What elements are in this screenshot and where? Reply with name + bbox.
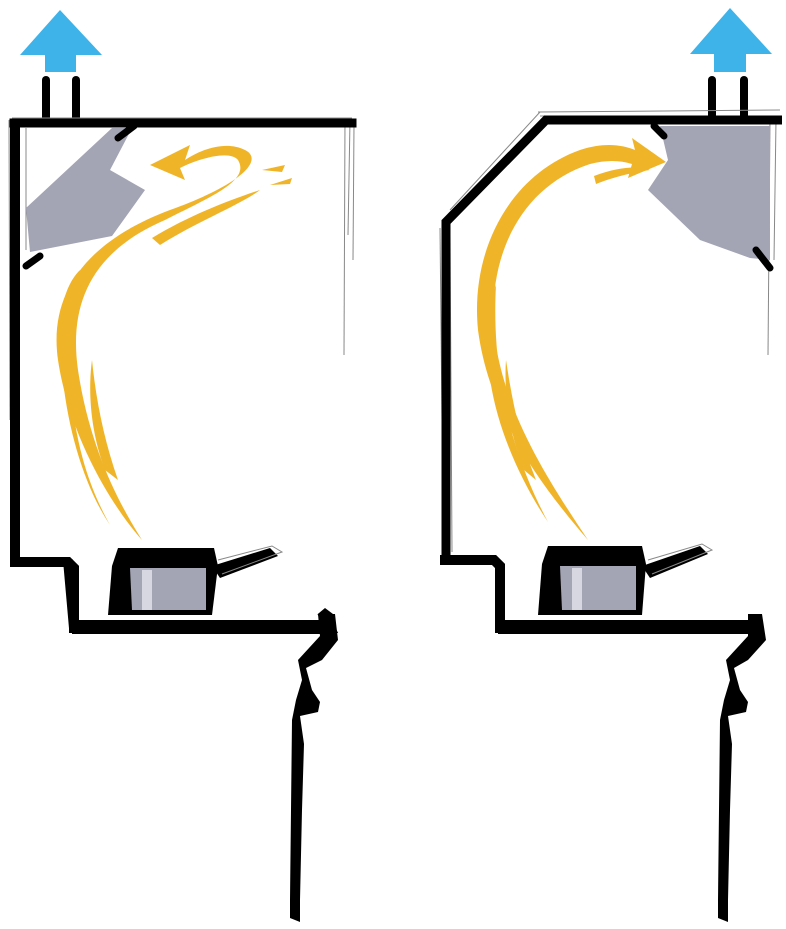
counter-cabinet bbox=[718, 614, 766, 922]
exhaust-up-arrow-icon bbox=[20, 10, 102, 72]
range-hood bbox=[26, 126, 145, 266]
left-panel bbox=[9, 10, 354, 922]
range-hood bbox=[648, 126, 770, 268]
exhaust-duct bbox=[46, 80, 76, 120]
right-panel bbox=[440, 8, 782, 922]
exhaust-up-arrow-icon bbox=[690, 8, 772, 72]
exhaust-duct bbox=[712, 80, 744, 118]
airflow-curved-arrow-icon bbox=[477, 138, 666, 540]
cooking-pot bbox=[538, 544, 712, 615]
cooking-pot bbox=[108, 546, 282, 615]
counter-cabinet bbox=[290, 614, 338, 922]
